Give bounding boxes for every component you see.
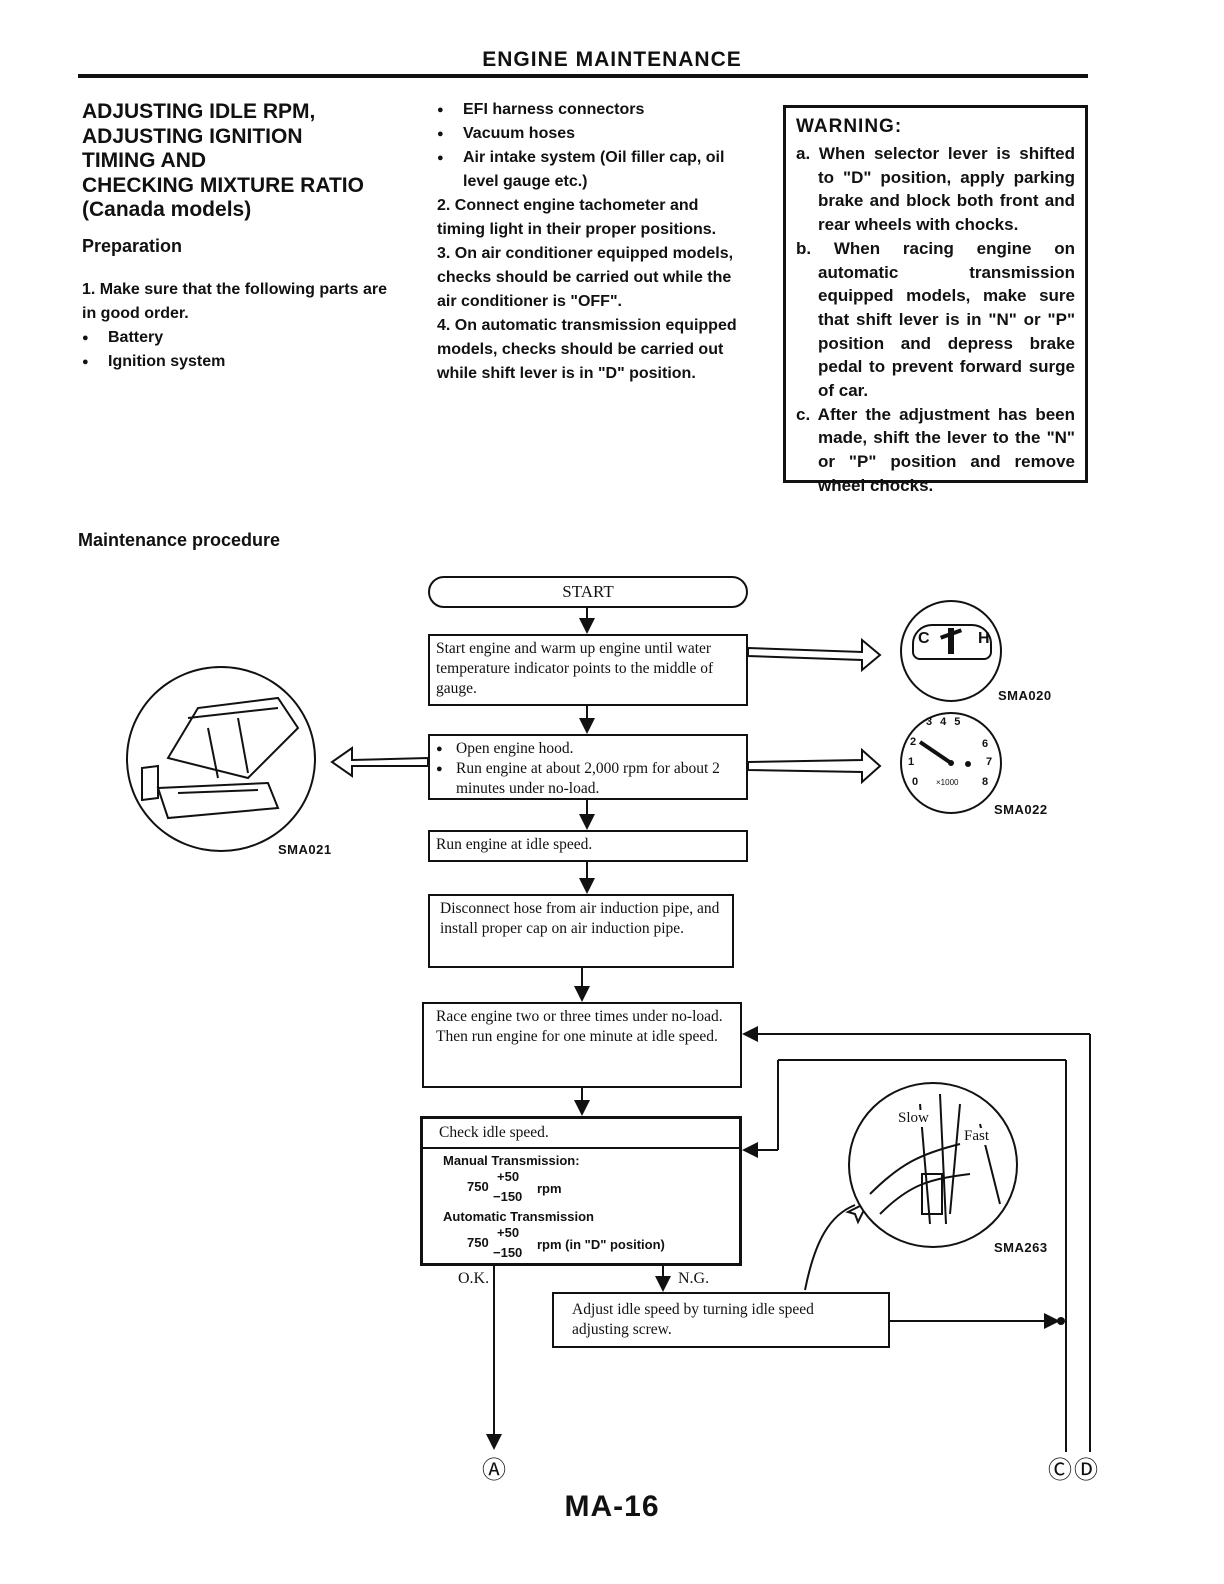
flow-box-warmup: Start engine and warm up engine until wa… (428, 634, 748, 706)
bullet-air-intake: Air intake system (Oil filler cap, oil l… (437, 146, 747, 194)
warning-item-b: b. When racing engine on automatic trans… (796, 238, 1075, 401)
manual-minus: −150 (493, 1189, 523, 1204)
warning-box: WARNING: a. When selector lever is shift… (783, 105, 1088, 495)
flow-item: Run engine at about 2,000 rpm for about … (436, 759, 740, 799)
preparation-heading: Preparation (82, 236, 183, 256)
page-number: MA-16 (564, 1490, 660, 1523)
fig-label-sma022: SMA022 (994, 802, 1048, 817)
section-title: ADJUSTING IDLE RPM, ADJUSTING IGNITION T… (82, 100, 412, 223)
title-line: CHECKING MIXTURE RATIO (82, 173, 364, 197)
header-rule (78, 74, 1088, 78)
ok-label: O.K. (458, 1270, 490, 1287)
title-line: ADJUSTING IDLE RPM, (82, 100, 316, 123)
warning-item-a: a. When selector lever is shifted to "D"… (796, 144, 1075, 235)
manual-base: 750 (467, 1179, 489, 1194)
fig-label-sma021: SMA021 (278, 842, 332, 857)
flow-box-idle: Run engine at idle speed. (428, 830, 748, 862)
manual-unit: rpm (537, 1181, 562, 1196)
connector-a: Ⓐ (482, 1456, 506, 1484)
title-line: TIMING AND (82, 149, 207, 172)
gauge-c: C (918, 630, 930, 647)
bullet-battery: Battery (82, 326, 397, 350)
fig-label-sma263: SMA263 (994, 1240, 1048, 1255)
flow-item: Open engine hood. (436, 739, 740, 759)
flow-box-open-hood: Open engine hood. Run engine at about 2,… (428, 734, 748, 800)
flow-box-check: Check idle speed. Manual Transmission: 7… (420, 1116, 742, 1266)
preparation-col1: 1. Make sure that the following parts ar… (82, 278, 397, 374)
warning-title: WARNING: (796, 116, 903, 137)
check-title: Check idle speed. (423, 1119, 739, 1149)
engine-hood-illustration (126, 666, 316, 852)
auto-base: 750 (467, 1235, 489, 1250)
warning-item-c: c. After the adjustment has been made, s… (796, 404, 1075, 495)
page-header: ENGINE MAINTENANCE (482, 48, 742, 71)
auto-unit: rpm (in "D" position) (537, 1237, 665, 1252)
auto-label: Automatic Transmission (443, 1209, 594, 1224)
step-2: 2. Connect engine tachometer and timing … (437, 197, 717, 238)
bullet-ignition: Ignition system (82, 350, 397, 374)
flow-box-adjust: Adjust idle speed by turning idle speed … (552, 1292, 890, 1348)
ng-label: N.G. (678, 1270, 710, 1287)
flow-line: Race engine two or three times under no-… (436, 1008, 723, 1025)
auto-minus: −150 (493, 1245, 523, 1260)
fig-label-sma020: SMA020 (998, 688, 1052, 703)
slow-label: Slow (898, 1110, 929, 1127)
flow-box-race: Race engine two or three times under no-… (422, 1002, 742, 1088)
flow-start: START (428, 576, 748, 608)
preparation-col2: EFI harness connectors Vacuum hoses Air … (437, 98, 747, 386)
connector-d: Ⓓ (1074, 1456, 1098, 1484)
bullet-vacuum: Vacuum hoses (437, 122, 747, 146)
tachometer-icon: 345 2 6 1 7 0 8 ×1000 (900, 712, 1002, 814)
connector-c: Ⓒ (1048, 1456, 1072, 1484)
bullet-efi: EFI harness connectors (437, 98, 747, 122)
step-1: 1. Make sure that the following parts ar… (82, 281, 387, 322)
manual-label: Manual Transmission: (443, 1153, 580, 1168)
flow-line: Then run engine for one minute at idle s… (436, 1028, 718, 1045)
step-3: 3. On air conditioner equipped models, c… (437, 245, 734, 310)
fast-label: Fast (964, 1128, 990, 1145)
step-4: 4. On automatic transmission equipped mo… (437, 317, 737, 382)
auto-plus: +50 (497, 1225, 520, 1240)
manual-plus: +50 (497, 1169, 520, 1184)
idle-adjust-illustration: Slow Fast (848, 1082, 1018, 1248)
title-line: (Canada models) (82, 198, 252, 221)
tach-top-numbers: 345 (926, 716, 969, 728)
procedure-heading: Maintenance procedure (78, 530, 281, 550)
temperature-gauge-icon: C H (900, 600, 1002, 702)
flow-box-disconnect: Disconnect hose from air induction pipe,… (428, 894, 734, 968)
title-line: ADJUSTING IGNITION (82, 124, 303, 148)
gauge-h: H (978, 630, 990, 647)
